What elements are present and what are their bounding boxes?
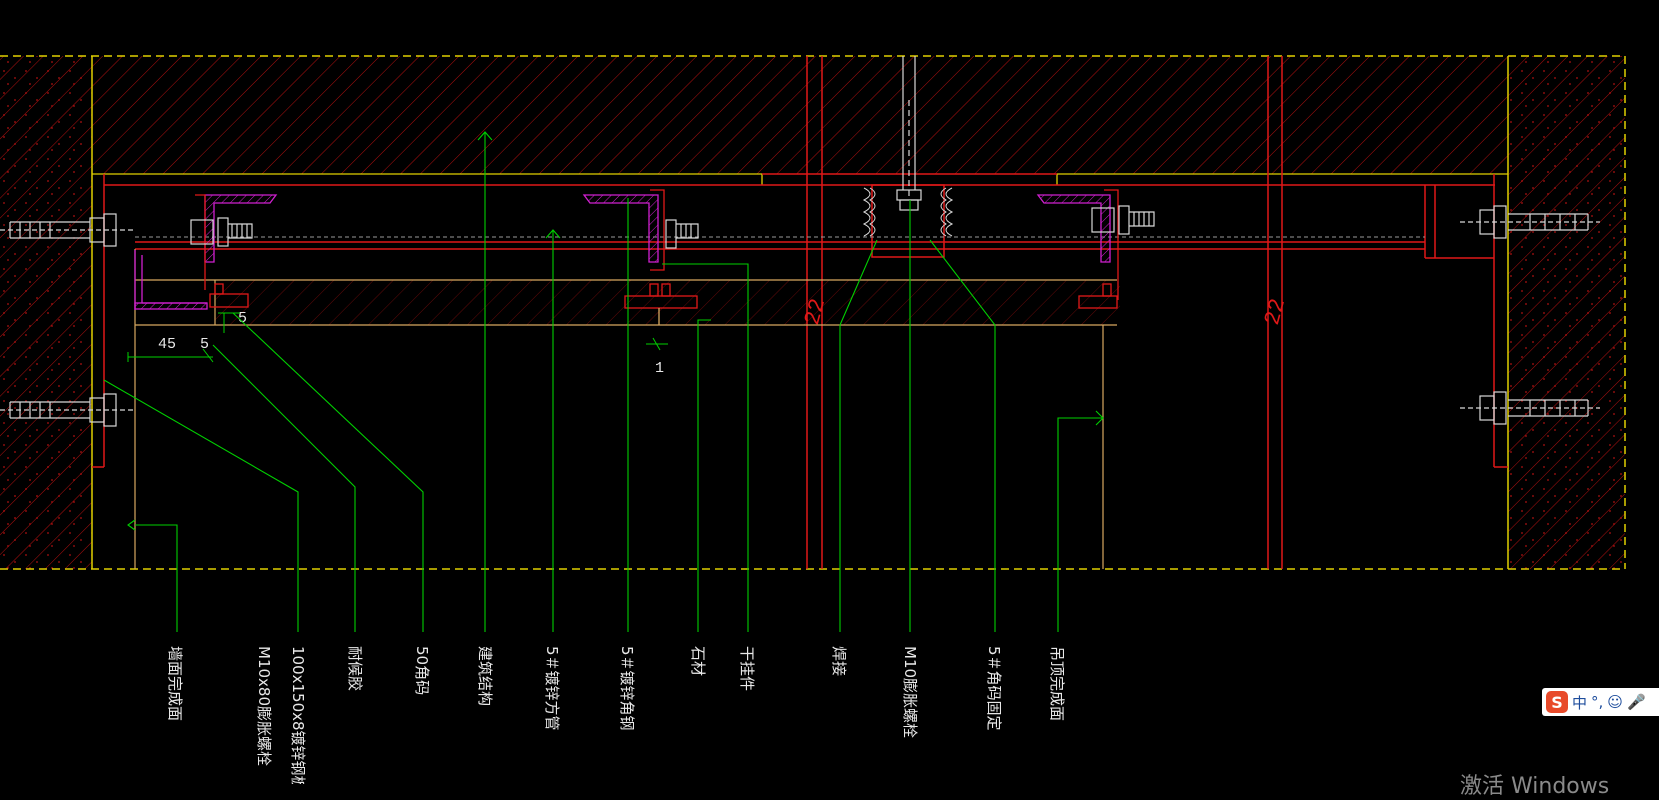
red-angle-legs: [195, 189, 1119, 300]
label-angle-fix: 5＃角码固定: [985, 646, 1003, 731]
right-wall: [1508, 56, 1625, 569]
right-expansion-bolts: [1460, 205, 1600, 425]
left-expansion-bolts: [0, 213, 135, 427]
ime-punct-toggle[interactable]: °,: [1591, 693, 1604, 711]
label-stone: 石材: [689, 646, 707, 676]
leader-lines: [103, 131, 1104, 632]
label-angle-steel: 5＃镀锌角钢: [618, 646, 636, 731]
emoji-icon[interactable]: ☺: [1607, 693, 1623, 711]
label-anchor-bolt: M10x80膨胀螺栓: [255, 646, 273, 766]
label-stud-bolt: M10膨胀螺栓: [901, 646, 919, 738]
label-ceiling-finish: 吊顶完成面: [1048, 646, 1066, 721]
label-main-tube: 5＃镀锌方管: [543, 646, 561, 731]
label-hanger: 干挂件: [738, 646, 756, 691]
dim-gap-right: 5: [200, 336, 209, 353]
label-wall-finish: 墙面完成面: [166, 646, 184, 721]
hanger-center: [624, 283, 698, 325]
hanger-right: [1078, 283, 1118, 309]
left-wall: [0, 56, 92, 569]
label-rebar: 建筑结构: [476, 646, 494, 706]
slab-underside: [92, 173, 1508, 185]
dim-center-small: 1: [655, 360, 664, 377]
label-embed-plate: 100x150x8镀锌钢板: [289, 646, 307, 784]
ime-toolbar[interactable]: S 中 °, ☺ 🎤: [1542, 688, 1659, 716]
label-sealant: 耐候胶: [346, 646, 364, 691]
mic-icon[interactable]: 🎤: [1626, 693, 1646, 711]
steel-frame: [92, 56, 1508, 569]
dim-gap-left: 45: [158, 336, 176, 353]
dim-side-small: 5: [238, 310, 247, 327]
label-group: 墙面完成面 M10x80膨胀螺栓 100x150x8镀锌钢板 耐候胶 50角码 …: [166, 646, 1066, 791]
drawing-boundary: [0, 55, 1626, 570]
activation-watermark: 激活 Windows: [1460, 774, 1610, 799]
ime-mode-toggle[interactable]: 中: [1572, 693, 1588, 712]
weld-blocks: [862, 187, 954, 237]
center-anchor-bolt: [896, 56, 922, 211]
angle-bracket-right: [1036, 194, 1111, 263]
bracket-bolts: [190, 205, 1155, 249]
sogou-logo-icon[interactable]: S: [1546, 691, 1568, 713]
stone-band-hatch: [215, 280, 1120, 325]
angle-bracket-center: [582, 194, 659, 263]
label-pin: 50角码: [413, 646, 431, 695]
label-weld: 焊接: [830, 646, 848, 676]
hanger-left: [209, 283, 249, 308]
top-slab: [92, 56, 1508, 174]
dim-joint-right: 22: [1260, 296, 1291, 328]
